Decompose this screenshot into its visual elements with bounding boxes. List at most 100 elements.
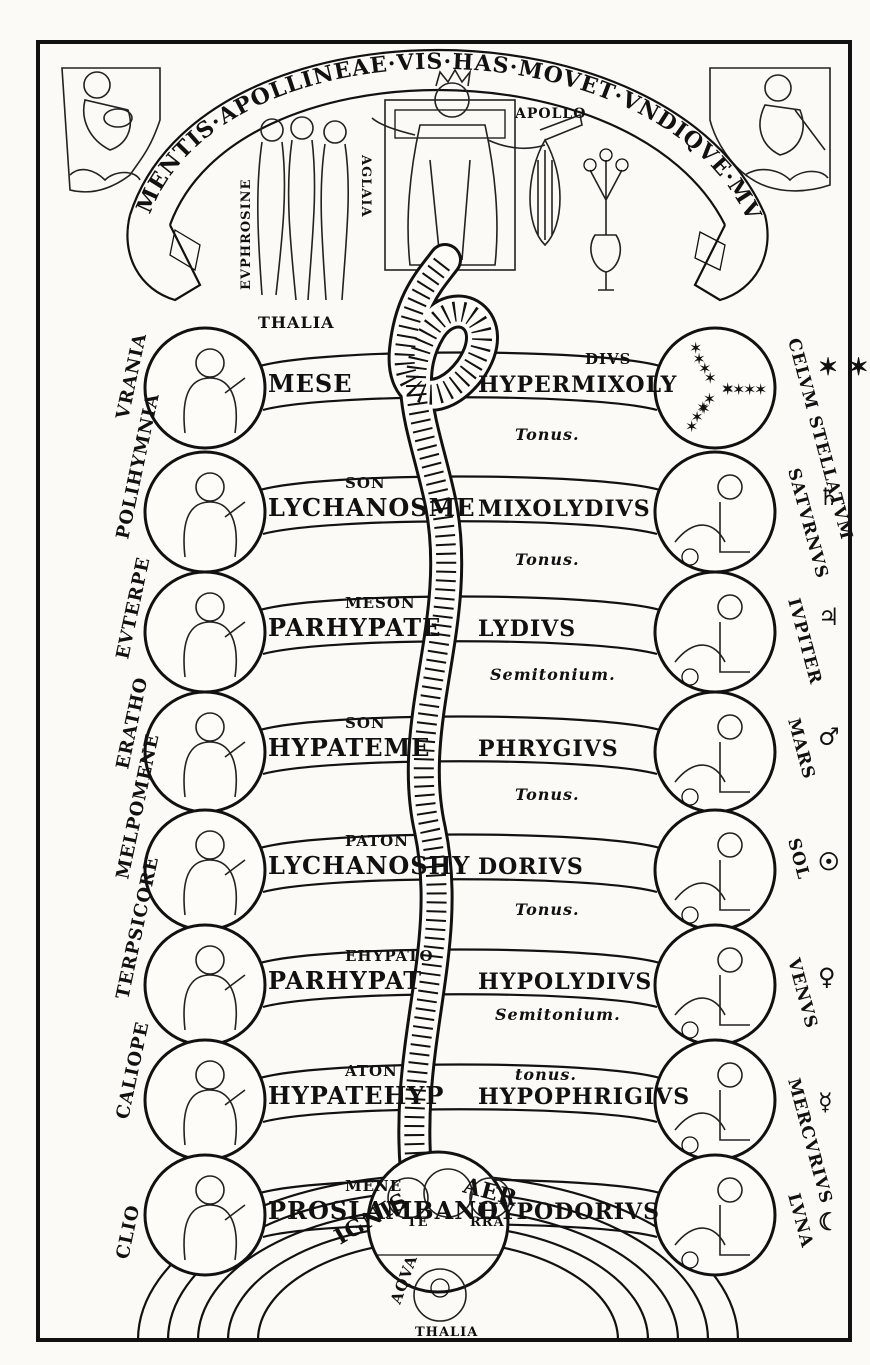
planet-medallion [653, 690, 777, 814]
left-putto-lute-player [61, 67, 161, 193]
grace-label: EVPHROSINE [239, 179, 254, 290]
element-terra-left: TE [407, 1215, 429, 1230]
string-label-left-small: SON [345, 714, 386, 732]
muse-medallion [143, 326, 267, 450]
string-label-left: HYPATEHYP [268, 1081, 444, 1110]
muse-medallion [143, 1153, 267, 1277]
element-terra-right: RRA [470, 1215, 505, 1230]
string-label-left: PROSLAMBANO [268, 1196, 499, 1225]
apollo-figure [371, 68, 546, 271]
grace-label: AGLAIA [358, 154, 373, 218]
string-label-left-small: ATON [344, 1062, 398, 1080]
string-label-right: HYPODORIVS [478, 1199, 660, 1225]
planet-symbol-icon: ✶ ✶ ✶ [818, 352, 870, 381]
planet-name: SOL [783, 836, 813, 882]
medallions: ✶✶✶✶✶✶✶✶✶✶✶✶✶✶ [143, 326, 777, 1277]
muse-name: CLIO [112, 1203, 144, 1261]
interval-label: tonus. [515, 1065, 577, 1084]
muse-medallion [143, 690, 267, 814]
planet-name: LVNA [783, 1191, 817, 1250]
muse-medallion [143, 450, 267, 574]
string-arc-upper [259, 833, 661, 850]
string-label-left-small: SON [345, 474, 386, 492]
interval-label: Tonus. [515, 550, 580, 569]
string-arc-upper [259, 715, 661, 732]
interval-label: Semitonium. [495, 1005, 621, 1024]
apollo-lyre [529, 113, 583, 247]
muse-medallion [143, 1038, 267, 1162]
interval-label: Tonus. [515, 425, 580, 444]
string-label-right: HYPERMIXOLY [478, 372, 677, 398]
string-arc-lower [262, 760, 658, 776]
string-label-left: LYCHANOSHY [268, 851, 470, 880]
string-arc-lower [262, 640, 658, 656]
string-label-left: PARHYPAT [268, 966, 422, 995]
star-icon: ✶ [690, 407, 703, 426]
string-label-right-small: DIVS [585, 350, 632, 368]
planet-symbol-icon: ♃ [818, 602, 841, 631]
star-icon: ✶ [685, 417, 698, 436]
string-arc-upper [259, 351, 661, 368]
string-label-left: MESE [268, 369, 352, 398]
string-label-right: HYPOPHRIGIVS [478, 1084, 690, 1110]
string-label-left: HYPATEME [268, 733, 430, 762]
string-label-left-small: PATON [345, 832, 409, 850]
planet-name: VENVS [783, 955, 821, 1031]
star-icon: ✶ [698, 359, 711, 378]
interval-label: Tonus. [515, 900, 580, 919]
planet-symbol-icon: ♀ [818, 962, 837, 991]
apollo-label: APOLLO [514, 106, 586, 122]
star-icon: ✶ [721, 379, 734, 398]
string-label-left: PARHYPATE [268, 613, 441, 642]
string-arc-upper [259, 475, 661, 492]
motto-banner [126, 49, 769, 302]
star-icon: ✶ [743, 380, 756, 399]
right-putto-viol-player [709, 67, 831, 192]
grace-label: THALIA [258, 313, 335, 332]
planet-symbol-icon: ☉ [818, 847, 841, 876]
string-label-left-small: MENE [345, 1177, 402, 1195]
string-label-right: PHRYGIVS [478, 736, 619, 762]
thalia-bottom-label: THALIA [415, 1325, 478, 1340]
planet-medallion [653, 570, 777, 694]
string-label-right: DORIVS [478, 854, 584, 880]
star-icon: ✶ [689, 339, 702, 358]
star-icon: ✶ [703, 389, 716, 408]
string-label-left-small: EHYPATO [345, 947, 434, 965]
string-label-right: LYDIVS [478, 616, 576, 642]
flower-vase [583, 148, 629, 291]
interval-label: Semitonium. [490, 665, 616, 684]
planet-medallion [653, 450, 777, 574]
cerberus-heads [366, 1150, 511, 1322]
muse-medallion [143, 570, 267, 694]
planet-medallion [653, 808, 777, 932]
muse-medallion [143, 923, 267, 1047]
three-graces [257, 116, 350, 301]
string-arc-upper [259, 948, 661, 965]
planet-symbol-icon: ♄ [818, 482, 841, 511]
planet-symbol-icon: ♂ [818, 722, 841, 751]
serpent [387, 243, 499, 1207]
planet-symbol-icon: ☿ [818, 1087, 834, 1116]
star-icon: ✶ [754, 380, 767, 399]
star-icon: ✶ [692, 349, 705, 368]
star-icon: ✶ [732, 380, 745, 399]
string-label-right: HYPOLYDIVS [478, 969, 652, 995]
star-icon: ✶ [697, 399, 710, 418]
planet-medallion: ✶✶✶✶✶✶✶✶✶✶✶✶✶✶ [653, 326, 777, 450]
planet-medallion [653, 1153, 777, 1277]
interval-label: Tonus. [515, 785, 580, 804]
muse-medallion [143, 808, 267, 932]
string-arc-upper [259, 1063, 661, 1080]
planet-name: MARS [783, 716, 818, 781]
planet-symbol-icon: ☾ [818, 1207, 841, 1236]
string-label-left: LYCHANOSME [268, 493, 475, 522]
string-arc-lower [262, 1108, 658, 1124]
string-arc-lower [262, 878, 658, 894]
star-icon: ✶ [703, 368, 716, 387]
motto-text: MENTIS·APOLLINEAE·VIS·HAS·MOVET·VNDIQVE·… [0, 0, 767, 225]
string-arc-lower [262, 993, 658, 1009]
string-label-right: MIXOLYDIVS [478, 496, 651, 522]
